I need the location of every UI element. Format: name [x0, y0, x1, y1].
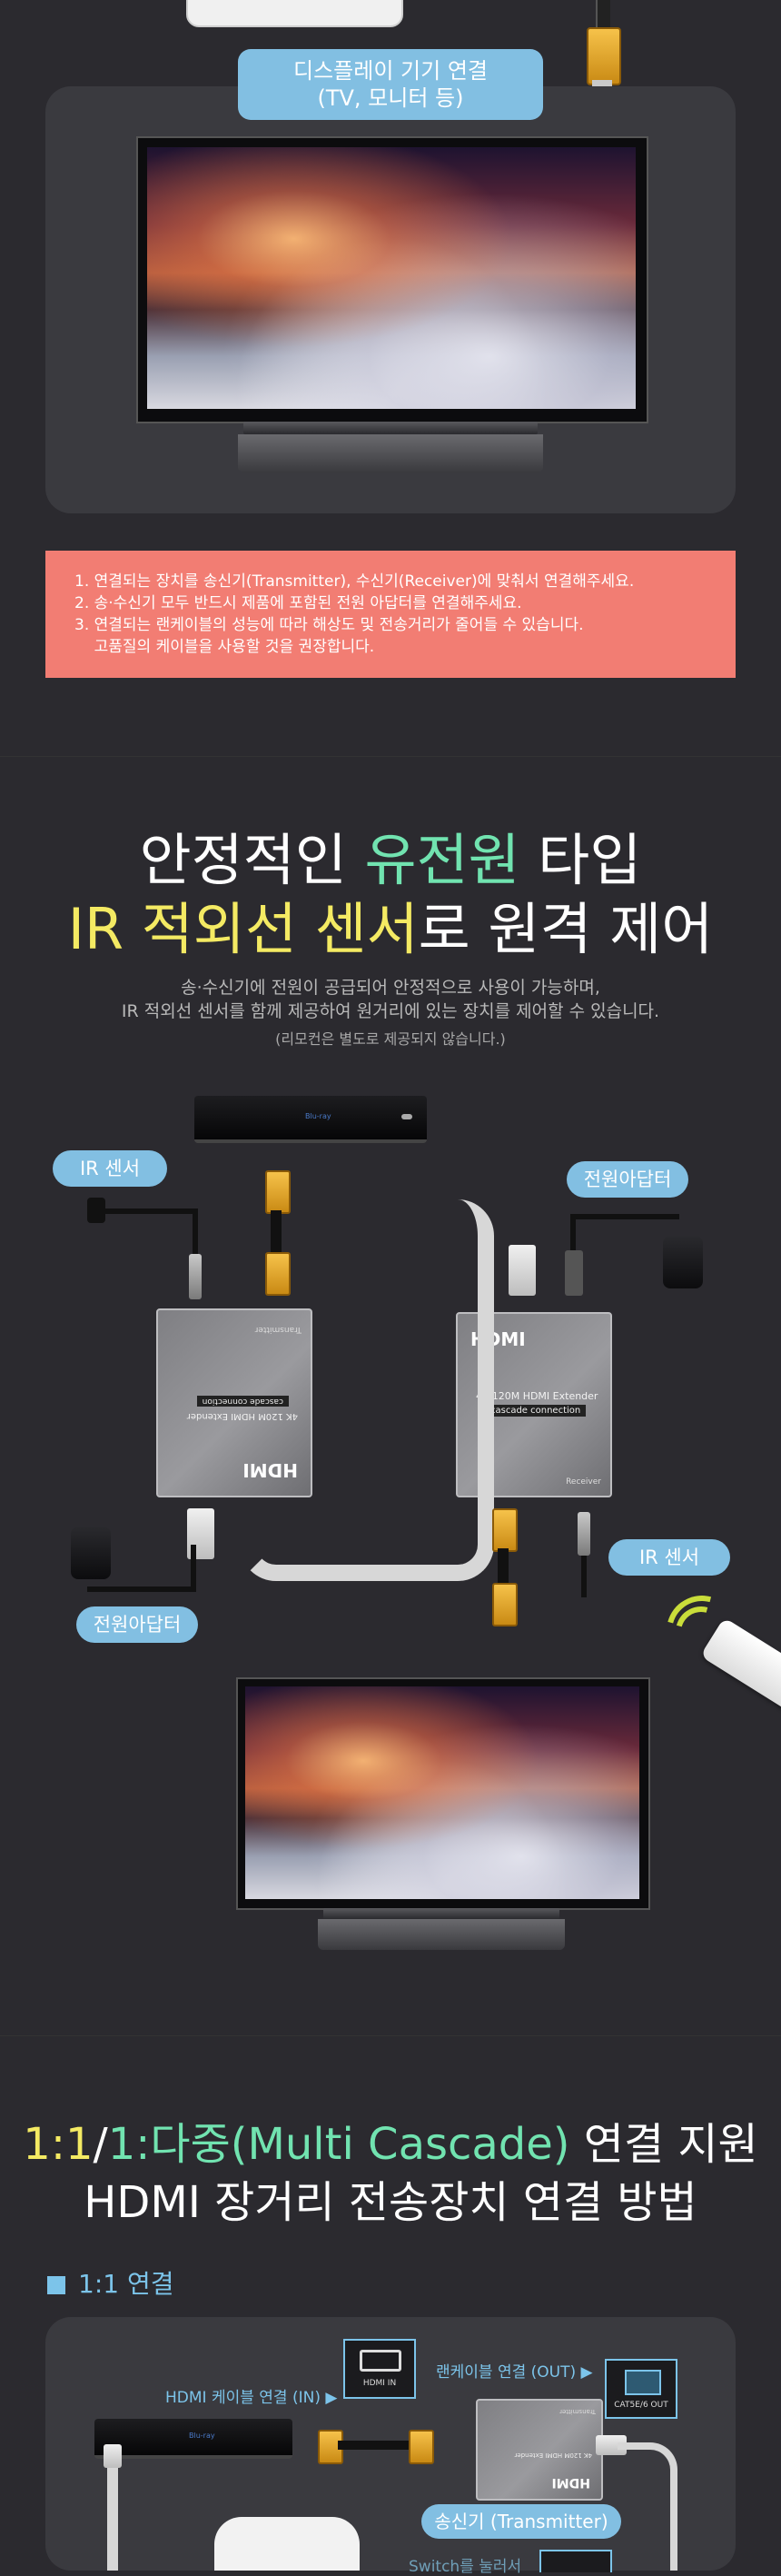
display-label-line2: (TV, 모니터 등) [317, 85, 464, 111]
receiver-cascade: cascade connection [485, 1405, 587, 1417]
hdmi-port-icon [360, 2350, 401, 2372]
one-to-one-heading: 1:1 연결 [47, 2264, 173, 2301]
transmitter-brand: HDMI [551, 2475, 590, 2490]
hdmi-plug-icon [492, 1583, 518, 1626]
heading-text: 로 원격 제어 [418, 896, 714, 962]
ir-cable-left-vertical [193, 1208, 198, 1263]
ir-jack-right [578, 1512, 590, 1556]
rj45-port-icon [625, 2370, 661, 2395]
square-bullet-icon [47, 2276, 65, 2294]
ir-sensor-label-left: IR 센서 [53, 1150, 167, 1187]
power-cable-left-v [191, 1545, 196, 1592]
power-adapter-icon-left [71, 1527, 111, 1579]
heading-text: / [93, 2119, 108, 2170]
section2-note: (리모컨은 별도로 제공되지 않습니다.) [275, 1030, 506, 1048]
ir-cable-left [89, 1208, 198, 1214]
switch-port [539, 2550, 612, 2572]
ir-cable-right [581, 1556, 587, 1597]
section3-heading-line1: 1:1/1:다중(Multi Cascade) 연결 지원 [0, 2117, 781, 2172]
section2-desc-line1: 송·수신기에 전원이 공급되어 안정적으로 사용이 가능하며, [181, 978, 600, 998]
switch-instruction: Switch를 눌러서 [409, 2558, 522, 2576]
tv-icon [236, 1677, 650, 1910]
hdmi-cable-mid [338, 2441, 410, 2450]
display-device-label: 디스플레이 기기 연결 (TV, 모니터 등) [238, 49, 543, 120]
note-3: 3. 연결되는 랜케이블의 성능에 따라 해상도 및 전송거리가 줄어들 수 있… [74, 616, 584, 634]
note-1: 1. 연결되는 장치를 송신기(Transmitter), 수신기(Receiv… [74, 572, 635, 591]
transmitter-device: HDMI 4K 120M HDMI Extender cascade conne… [156, 1308, 312, 1497]
tv-icon [136, 136, 648, 423]
heading-highlight: 유전원 [364, 827, 520, 893]
hdmi-cable-bottom [498, 1548, 509, 1583]
section2-heading-line1: 안정적인 유전원 타입 [0, 827, 781, 894]
ir-jack-left [189, 1254, 202, 1299]
power-jack-right [565, 1250, 583, 1296]
cat-out-port: CAT5E/6 OUT [605, 2359, 677, 2419]
heading-highlight: IR 적외선 센서 [67, 896, 419, 962]
ir-sensor-label-right: IR 센서 [608, 1539, 730, 1576]
bluray-logo: Blu-ray [189, 2432, 215, 2440]
transmitter-label: 송신기 (Transmitter) [421, 2504, 621, 2539]
transmitter-face: HDMI 4K 120M HDMI Extender Transmitter [478, 2401, 601, 2499]
hdmi-in-label: HDMI 케이블 연결 (IN) ▶ [165, 2389, 338, 2407]
bluray-led [401, 1114, 412, 1119]
connection-notes: 1. 연결되는 장치를 송신기(Transmitter), 수신기(Receiv… [45, 551, 736, 678]
tv-base [238, 434, 543, 472]
hdmi-in-port: HDMI IN [343, 2339, 416, 2399]
hdmi-in-port-label: HDMI IN [362, 2379, 397, 2388]
hdmi-plug-icon [492, 1508, 518, 1552]
heading-highlight: 1:1 [23, 2119, 94, 2170]
display-label-line1: 디스플레이 기기 연결 [293, 58, 488, 84]
hdmi-plug-icon [409, 2430, 434, 2464]
heading-highlight: 1:다중(Multi Cascade) [107, 2119, 570, 2170]
tv-base [318, 1919, 565, 1950]
power-cable-right [570, 1214, 679, 1219]
power-adapter-label-left: 전원아답터 [76, 1606, 198, 1643]
section2-heading-line2: IR 적외선 센서로 원격 제어 [0, 896, 781, 963]
lan-out-label: 랜케이블 연결 (OUT) ▶ [436, 2363, 593, 2382]
extender-device-top [186, 0, 403, 27]
lan-connector-left [104, 2444, 122, 2468]
bluray-logo: Blu-ray [305, 1112, 331, 1120]
power-adapter-icon-right [663, 1236, 703, 1288]
power-adapter-label-right: 전원아답터 [567, 1161, 688, 1198]
transmitter-model: 4K 120M HDMI Extender [514, 2452, 592, 2459]
lan-cable-left [107, 2453, 118, 2571]
heading-text: 연결 지원 [569, 2119, 758, 2170]
power-cable-right-v [570, 1214, 576, 1268]
lan-cable [240, 1199, 494, 1581]
tv-screen-image [245, 1686, 639, 1899]
tv-screen-image [147, 147, 636, 409]
receiver-model: 4K 120M HDMI Extender [476, 1390, 598, 1402]
note-3-cont: 고품질의 케이블을 사용할 것을 권장합니다. [74, 638, 375, 656]
section3-heading-line2: HDMI 장거리 전송장치 연결 방법 [84, 2177, 697, 2228]
transmitter-device: HDMI 4K 120M HDMI Extender Transmitter [476, 2399, 603, 2501]
section2-desc-line2: IR 적외선 센서를 함께 제공하여 원거리에 있는 장치를 제어할 수 있습니… [121, 1001, 660, 1021]
lan-cable [618, 2442, 677, 2571]
lan-connector-rx [509, 1245, 536, 1296]
receiver-side-label: Receiver [566, 1477, 601, 1487]
ir-sensor-head-left [87, 1198, 105, 1223]
tv-stand [323, 1908, 559, 1919]
network-switch-device [214, 2517, 360, 2571]
hdmi-plug-icon [587, 27, 621, 85]
cat-out-port-label: CAT5E/6 OUT [614, 2401, 668, 2410]
heading-text: 안정적인 [139, 827, 365, 893]
hdmi-plug-icon [265, 1170, 291, 1214]
note-2: 2. 송·수신기 모두 반드시 제품에 포함된 전원 아답터를 연결해주세요. [74, 594, 522, 612]
transmitter-side-label: Transmitter [559, 2408, 596, 2415]
bluray-player-icon: Blu-ray [94, 2419, 292, 2459]
power-cable-left [87, 1586, 196, 1592]
sub-heading-text: 1:1 연결 [78, 2269, 174, 2299]
bluray-player-icon: Blu-ray [194, 1096, 427, 1143]
hdmi-plug-icon [265, 1252, 291, 1296]
heading-text: 타입 [519, 827, 642, 893]
tv-stand [243, 422, 538, 434]
